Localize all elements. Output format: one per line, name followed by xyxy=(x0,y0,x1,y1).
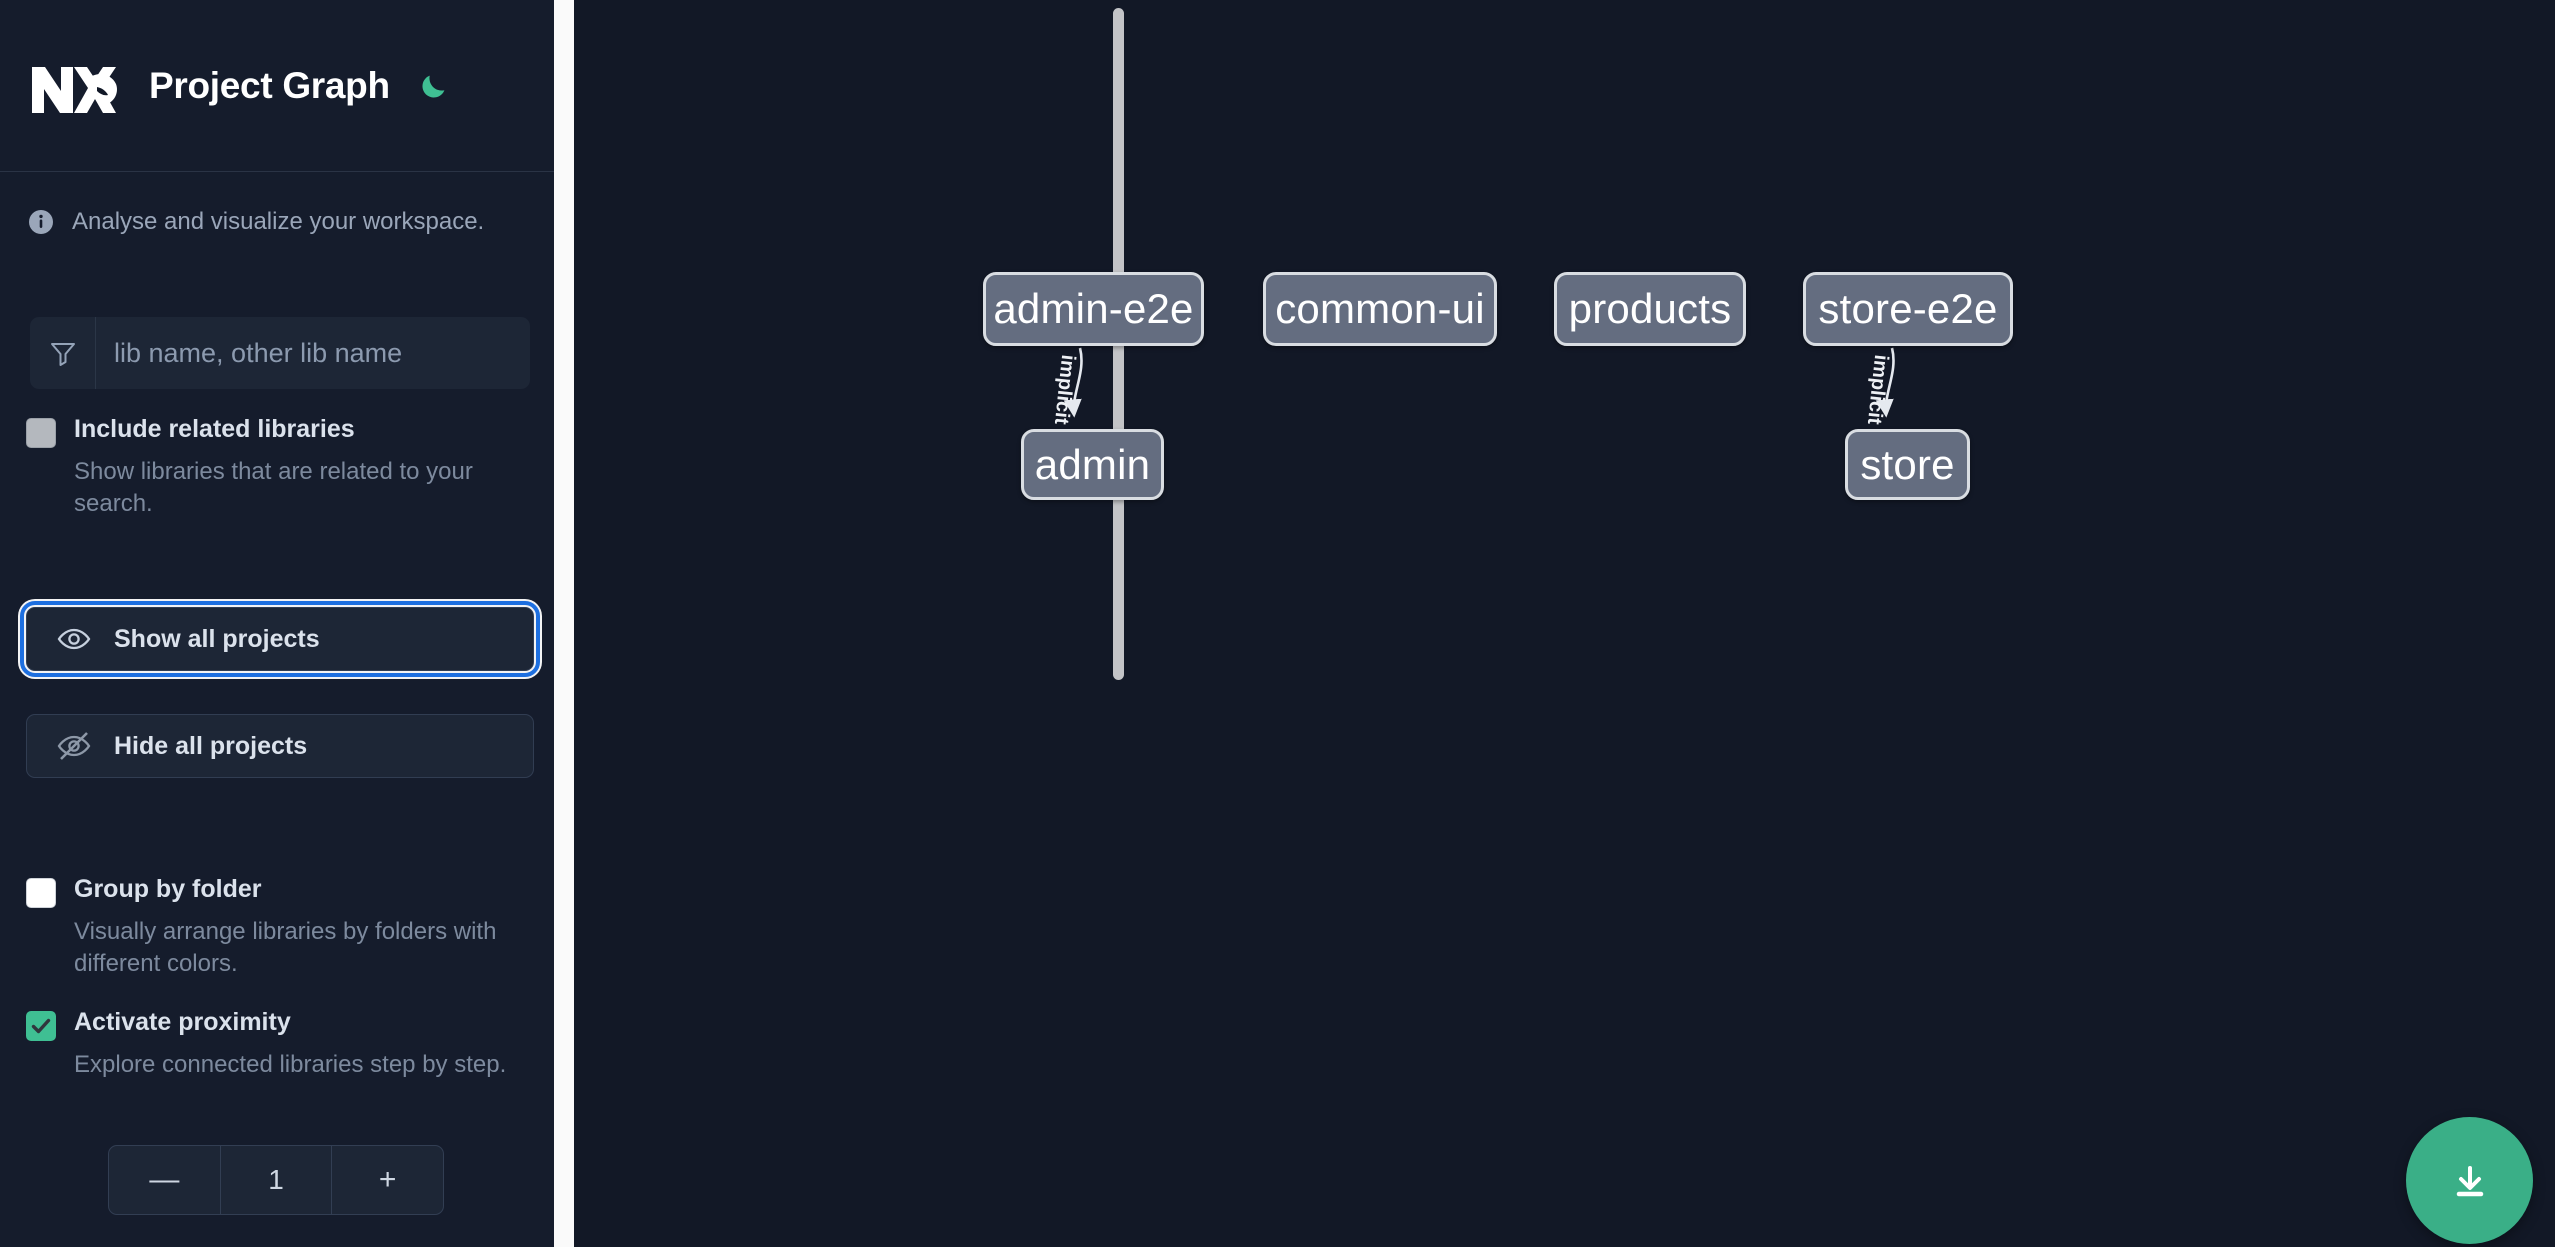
option-include-related-libraries: Include related libraries Show libraries… xyxy=(26,415,534,520)
proximity-stepper: — 1 + xyxy=(108,1145,444,1215)
option-activate-proximity: Activate proximity Explore connected lib… xyxy=(26,1008,534,1081)
search-input[interactable] xyxy=(96,317,530,389)
graph-edges xyxy=(1063,347,1895,418)
moon-icon[interactable] xyxy=(416,68,452,104)
eye-icon xyxy=(57,622,91,656)
funnel-filter-icon xyxy=(30,317,96,389)
checkbox-include-related-libraries[interactable] xyxy=(26,418,56,448)
tagline-row: Analyse and visualize your workspace. xyxy=(0,172,554,236)
option-description: Explore connected libraries step by step… xyxy=(74,1051,507,1078)
checkbox-group-by-folder[interactable] xyxy=(26,878,56,908)
edge-admin-e2e-to-admin xyxy=(1063,347,1083,418)
download-graph-button[interactable] xyxy=(2406,1117,2533,1244)
sidebar: Project Graph Analyse and visualize your… xyxy=(0,0,554,1247)
proximity-value: 1 xyxy=(221,1146,333,1214)
info-circle-icon xyxy=(28,209,54,235)
nx-logo-icon xyxy=(28,55,120,117)
graph-node-products[interactable]: products xyxy=(1554,272,1746,346)
graph-node-store-e2e[interactable]: store-e2e xyxy=(1803,272,2013,346)
graph-node-common-ui[interactable]: common-ui xyxy=(1263,272,1497,346)
graph-canvas[interactable]: admin-e2e common-ui products store-e2e a… xyxy=(574,0,2555,1247)
sidebar-scrollbar-track[interactable] xyxy=(554,0,1124,1247)
download-icon xyxy=(2456,1165,2483,1196)
option-group-by-folder: Group by folder Visually arrange librari… xyxy=(26,875,534,980)
checkbox-activate-proximity[interactable] xyxy=(26,1011,56,1041)
eye-off-icon xyxy=(57,729,91,763)
hide-all-projects-label: Hide all projects xyxy=(114,731,308,760)
graph-node-store[interactable]: store xyxy=(1845,429,1970,500)
proximity-decrement-button[interactable]: — xyxy=(109,1146,221,1214)
option-description: Show libraries that are related to your … xyxy=(74,458,473,517)
tagline-text: Analyse and visualize your workspace. xyxy=(72,208,485,235)
option-label: Group by folder xyxy=(74,875,262,903)
edge-store-e2e-to-store xyxy=(1875,347,1895,418)
option-description: Visually arrange libraries by folders wi… xyxy=(74,918,497,977)
page-title: Project Graph xyxy=(149,64,390,106)
hide-all-projects-button[interactable]: Hide all projects xyxy=(26,714,534,778)
filter-input-wrapper[interactable] xyxy=(30,317,530,389)
proximity-increment-button[interactable]: + xyxy=(378,1163,397,1196)
show-all-projects-button[interactable]: Show all projects xyxy=(20,601,540,677)
graph-node-admin-e2e[interactable]: admin-e2e xyxy=(983,272,1204,346)
sidebar-header: Project Graph xyxy=(0,0,554,172)
show-all-projects-label: Show all projects xyxy=(114,624,320,653)
option-label: Include related libraries xyxy=(74,415,355,443)
option-label: Activate proximity xyxy=(74,1008,291,1036)
graph-node-admin[interactable]: admin xyxy=(1021,429,1164,500)
